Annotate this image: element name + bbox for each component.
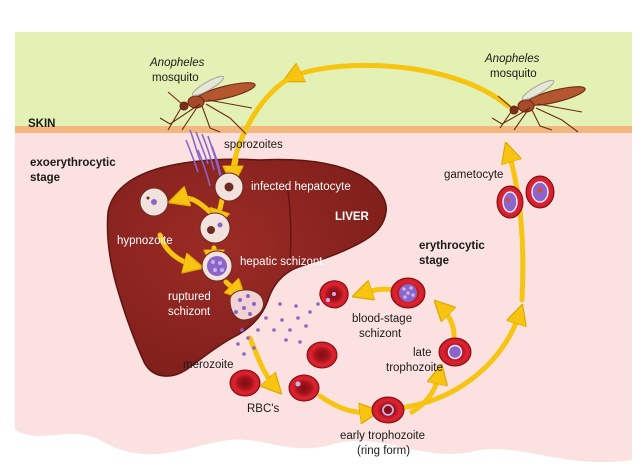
hypnozoite-label: hypnozoite [117,235,173,247]
red-blood-cell-icon [306,341,338,369]
late-trophozoite-label-line1: late [413,347,432,359]
gametocyte-icon [496,185,524,219]
liver-label: LIVER [335,211,370,223]
hepatocyte-icon [139,187,169,217]
cycle-arrow-icon [157,62,523,412]
skin-band [15,126,632,133]
sky-region [15,32,632,128]
liver-fissure [285,179,292,263]
late-trophozoite-label-line2: trophozoite [386,362,443,374]
hepatic-schizont-icon [201,250,233,282]
exoerythrocytic-label-line2: stage [30,172,60,184]
mosquito-right-label-line1: Anopheles [484,53,540,65]
sporozoites-label: sporozoites [224,139,283,151]
blood-schizont-rbc-icon [390,277,426,309]
hepatocyte-icon [214,172,244,202]
ruptured-schizont-label-line2: schizont [168,306,211,318]
rbcs-label: RBC's [247,403,279,415]
ruptured-schizont-icon [229,289,264,321]
early-trophozoite-label-line2: (ring form) [357,445,410,457]
late-trophozoite-rbc-icon [438,337,472,367]
erythrocytic-label-line1: erythrocytic [419,240,485,252]
mosquito-right-label-line2: mosquito [490,68,537,80]
infected-hepatocyte-label: infected hepatocyte [251,181,351,193]
red-blood-cell-icon [229,369,261,397]
red-blood-cell-icon [288,374,320,402]
blood-stage-schizont-label-line1: blood-stage [352,313,412,325]
early-trophozoite-label-line1: early trophozoite [340,430,425,442]
skin-label: SKIN [28,118,55,130]
mosquito-left-label-line1: Anopheles [149,57,205,69]
mosquito-icon [491,79,586,133]
merozoite-spray [236,302,320,356]
merozoite-label: merozoite [183,359,234,371]
erythrocytic-label-line2: stage [419,255,449,267]
ruptured-schizont-label-line1: ruptured [168,291,211,303]
blood-stage-schizont-label-line2: schizont [359,328,402,340]
mosquito-left-label-line2: mosquito [152,72,199,84]
gametocyte-icon [525,175,555,209]
mosquito-icon [159,75,256,135]
ring-form-rbc-icon [371,396,405,424]
gametocyte-label: gametocyte [444,169,503,181]
hepatic-schizont-label: hepatic schizont [240,256,323,268]
hepatocyte-icon [199,212,231,244]
rupturing-rbc-icon [319,280,349,309]
exoerythrocytic-label-line1: exoerythrocytic [30,157,116,169]
liver-organ [106,158,387,377]
